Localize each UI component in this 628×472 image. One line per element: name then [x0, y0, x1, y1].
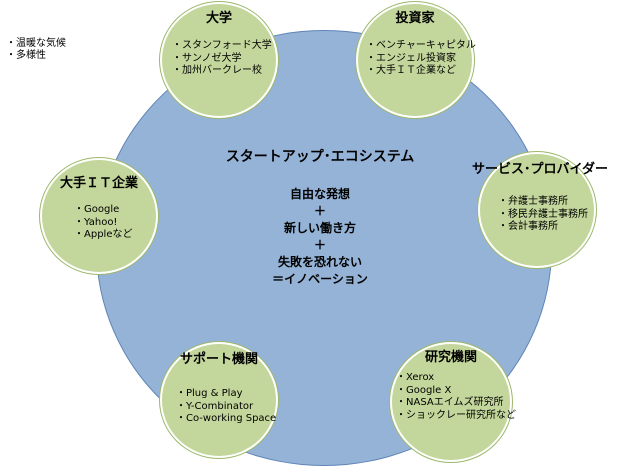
- formula-line: ＝イノベーション: [272, 272, 368, 286]
- service-providers-list: ・弁護士事務所 ・移民弁護士事務所 ・会計事務所: [498, 196, 588, 234]
- list-item: ・スタンフォード大学: [172, 40, 272, 51]
- list-item: ・ベンチャーキャピタル: [366, 40, 476, 51]
- support-list: ・Plug & Play ・Y-Combinator ・Co-working S…: [176, 388, 276, 426]
- list-item: ・Appleなど: [74, 229, 133, 240]
- university-circle: 大学 ・スタンフォード大学 ・サンノゼ大学 ・加州バークレー校: [160, 2, 278, 118]
- list-item: ・Xerox: [396, 372, 435, 383]
- formula-line: ＋: [313, 238, 326, 252]
- investors-circle: 投資家 ・ベンチャーキャピタル ・エンジェル投資家 ・大手ＩＴ企業など: [356, 2, 476, 118]
- formula-line: 失敗を恐れない: [277, 255, 362, 269]
- it-companies-circle: 大手ＩＴ企業 ・Google ・Yahoo! ・Appleなど: [40, 158, 158, 274]
- list-item: ・Google X: [396, 384, 452, 396]
- support-circle: サポート機関 ・Plug & Play ・Y-Combinator ・Co-wo…: [160, 342, 278, 458]
- list-item: ・ショックレー研究所など: [396, 409, 516, 421]
- investors-title: 投資家: [395, 11, 435, 26]
- ecosystem-title: スタートアップ･エコシステム: [225, 149, 415, 165]
- list-item: ・会計事務所: [498, 221, 558, 232]
- list-item: ・弁護士事務所: [498, 196, 568, 207]
- university-list: ・スタンフォード大学 ・サンノゼ大学 ・加州バークレー校: [172, 40, 272, 78]
- list-item: ・大手ＩＴ企業など: [366, 65, 456, 76]
- side-note-item: ・温暖な気候: [6, 38, 66, 49]
- research-circle: 研究機関 ・Xerox ・Google X ・NASAエイムズ研究所 ・ショック…: [390, 342, 516, 462]
- research-list: ・Xerox ・Google X ・NASAエイムズ研究所 ・ショックレー研究所…: [396, 372, 516, 422]
- formula-line: 自由な発想: [289, 187, 350, 201]
- list-item: ・Plug & Play: [176, 388, 243, 399]
- list-item: ・Co-working Space: [176, 413, 277, 424]
- list-item: ・NASAエイムズ研究所: [396, 397, 504, 408]
- ecosystem-formula: 自由な発想 ＋ 新しい働き方 ＋ 失敗を恐れない ＝イノベーション: [240, 186, 400, 288]
- support-title: サポート機関: [179, 352, 258, 367]
- formula-line: 新しい働き方: [283, 221, 356, 235]
- research-title: 研究機関: [424, 350, 477, 365]
- side-note-item: ・多様性: [6, 50, 46, 61]
- formula-line: ＋: [313, 204, 326, 218]
- university-title: 大学: [205, 11, 232, 26]
- list-item: ・Y-Combinator: [176, 400, 254, 412]
- list-item: ・サンノゼ大学: [172, 52, 242, 64]
- list-item: ・Yahoo!: [74, 216, 118, 228]
- it-companies-title: 大手ＩＴ企業: [59, 176, 138, 191]
- it-companies-list: ・Google ・Yahoo! ・Appleなど: [74, 204, 132, 242]
- list-item: ・移民弁護士事務所: [498, 208, 588, 220]
- investors-list: ・ベンチャーキャピタル ・エンジェル投資家 ・大手ＩＴ企業など: [366, 40, 476, 78]
- list-item: ・エンジェル投資家: [366, 52, 456, 64]
- side-note: ・温暖な気候 ・多様性: [6, 38, 66, 62]
- service-providers-circle: サービス･プロバイダー ・弁護士事務所 ・移民弁護士事務所 ・会計事務所: [472, 152, 608, 268]
- service-providers-title: サービス･プロバイダー: [472, 162, 608, 177]
- list-item: ・Google: [74, 204, 120, 215]
- list-item: ・加州バークレー校: [172, 65, 262, 76]
